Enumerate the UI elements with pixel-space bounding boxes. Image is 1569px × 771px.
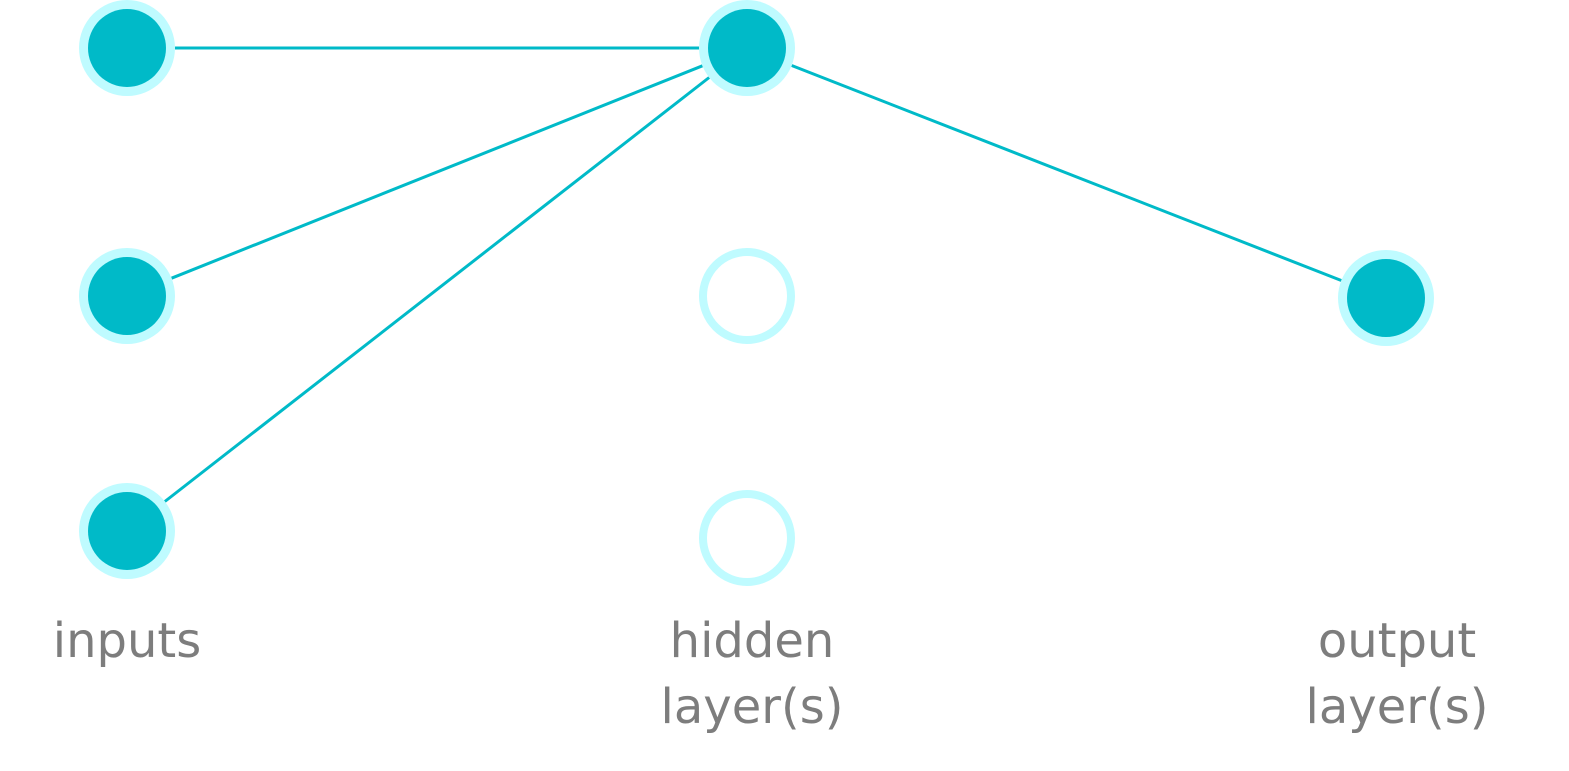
edge-in-2-to-hid-1 (171, 64, 703, 280)
node-ring-empty (699, 490, 795, 586)
node-core (708, 9, 786, 87)
connections (163, 46, 1342, 503)
inputs-label: inputs (53, 608, 201, 674)
output-node-1 (1338, 250, 1434, 346)
inputs-label-line-1: inputs (52, 613, 202, 669)
hidden-layers-label: hidden layer(s) (661, 608, 844, 740)
hidden-node-2-inactive (699, 248, 795, 344)
node-core (88, 492, 166, 570)
node-core (88, 257, 166, 335)
inputs-node-1 (79, 0, 175, 96)
node-core (88, 9, 166, 87)
output-label-line-2: layer(s) (1305, 679, 1489, 735)
edge-in-3-to-hid-1 (163, 76, 711, 503)
hidden-node-3-inactive (699, 490, 795, 586)
inputs-node-3 (79, 483, 175, 579)
output-layers-label: output layer(s) (1306, 608, 1489, 740)
hidden-label-line-1: hidden (669, 613, 835, 669)
nodes (79, 0, 1434, 586)
edge-hid-1-to-out-1 (791, 64, 1342, 282)
node-ring-empty (699, 248, 795, 344)
node-core (1347, 259, 1425, 337)
output-label-line-1: output (1317, 613, 1477, 669)
hidden-node-1 (699, 0, 795, 96)
hidden-label-line-2: layer(s) (660, 679, 844, 735)
inputs-node-2 (79, 248, 175, 344)
